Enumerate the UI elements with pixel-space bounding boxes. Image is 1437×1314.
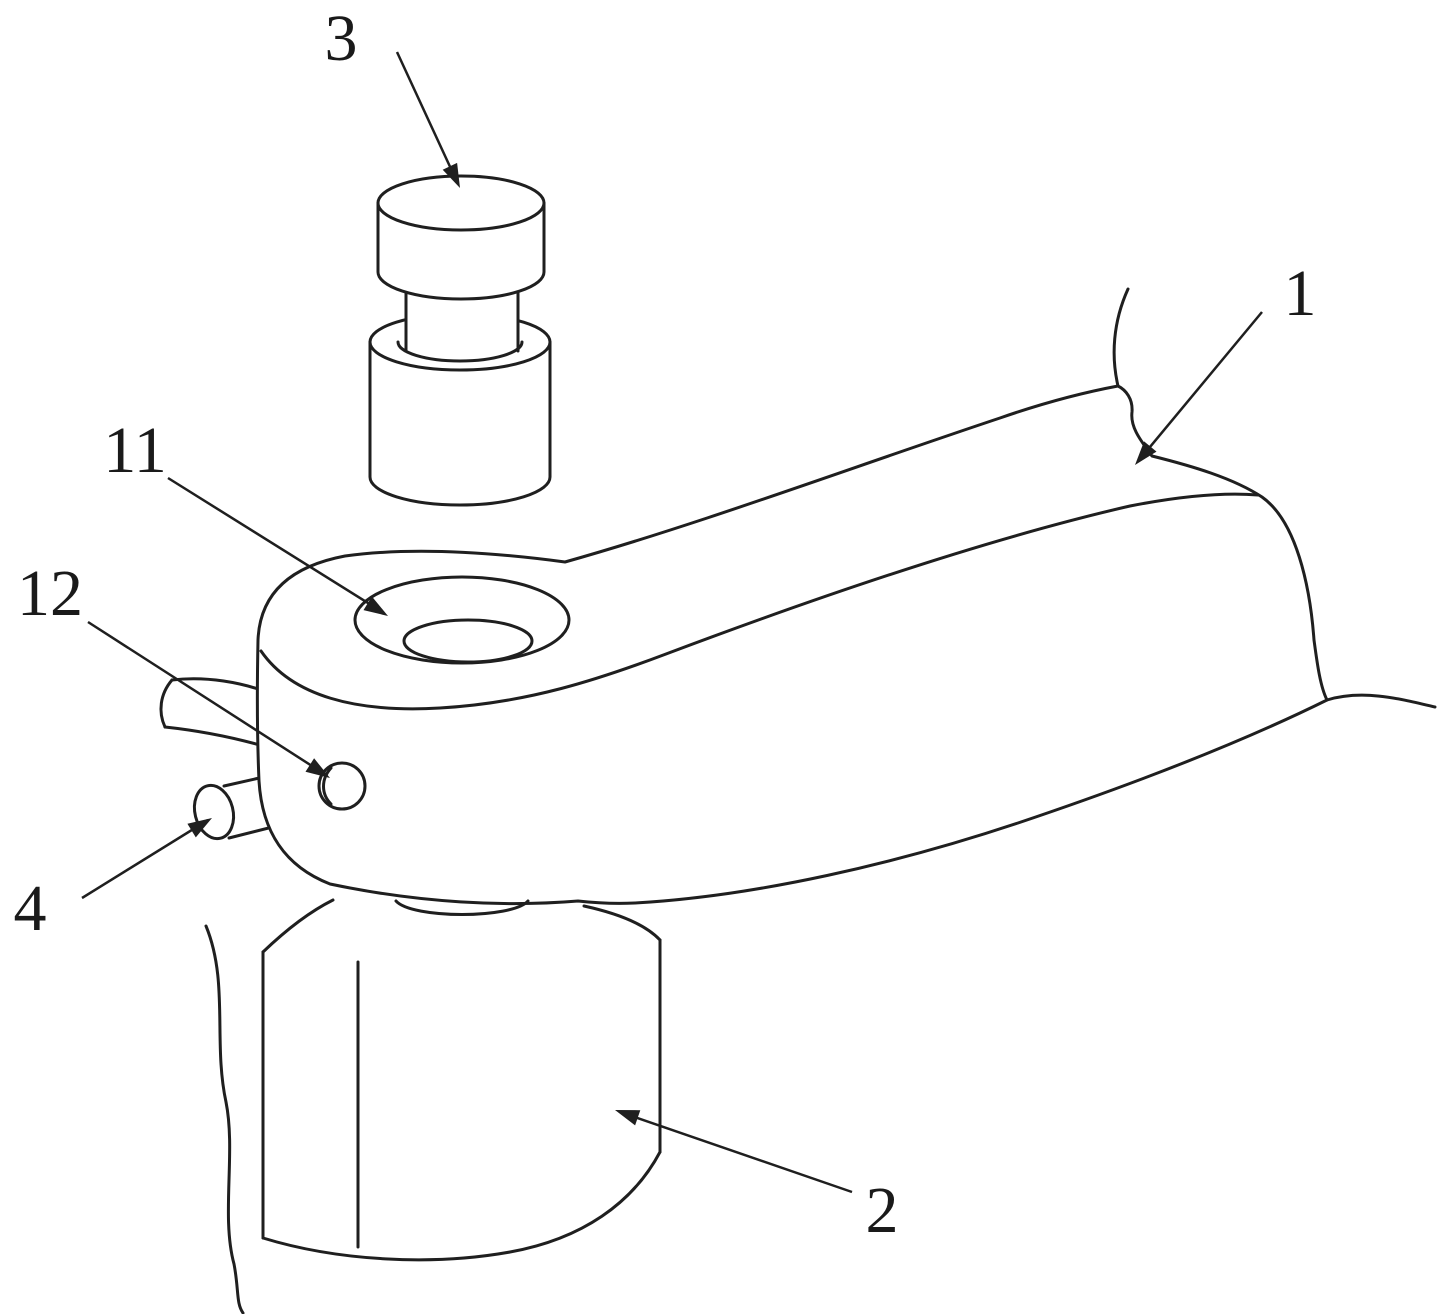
base-cylinder [204,898,662,1314]
protrusion-end-cap [159,678,174,729]
arm-surface-contour [259,492,1260,711]
leader-line-2 [619,1110,853,1194]
leader-line-11 [167,476,385,615]
bolt-head-top-rim [376,201,546,232]
arrowhead-4 [187,818,212,838]
leader-line-12 [87,620,327,777]
lever-arm [255,287,1437,916]
arrowhead-3 [442,162,460,188]
leader-line-4 [81,818,209,900]
arm-break-tail-bottom [1325,693,1437,709]
arrowhead-1 [1135,441,1157,465]
reference-labels: 3 1 11 12 4 2 [14,2,1317,1247]
label-12: 12 [17,557,83,630]
label-2: 2 [866,1174,899,1247]
boss-hole-inner-bore [402,618,534,664]
bolt-sleeve-outer-rim [368,340,552,372]
arrowhead-12 [305,758,330,778]
arrowhead-2 [615,1110,641,1126]
leader-line-1 [1139,311,1263,460]
label-4: 4 [14,872,47,945]
arrowhead-11 [363,596,388,616]
leader-line-3 [395,51,460,185]
label-11: 11 [103,414,167,487]
label-3: 3 [325,2,358,75]
upper-protrusion [159,677,274,750]
bolt-shank-fill [406,276,518,369]
label-1: 1 [1284,257,1317,330]
boss-hub-bottom-arc [394,899,530,916]
base-top-left-arc [261,898,335,954]
arm-silhouette [255,384,1329,906]
bolt-sleeve-inner-rim [396,340,524,363]
pin-hole-shading [322,766,333,806]
arm-break-tail-top [1112,287,1130,388]
base-break-line [204,924,245,1314]
bolt-head-body [376,174,546,301]
base-top-right-arc [582,904,662,942]
bolt [368,174,552,507]
base-bottom-arc [261,1150,662,1262]
leaders [81,51,1263,1194]
pin-hole [317,761,367,811]
